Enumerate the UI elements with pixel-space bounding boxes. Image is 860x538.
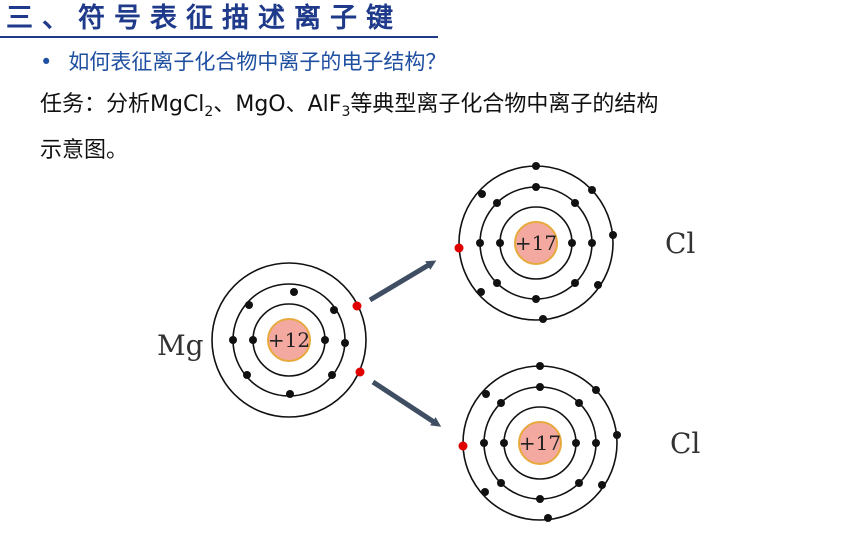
- electron: [609, 231, 617, 239]
- cl-nucleus: [514, 221, 558, 265]
- electron: [286, 390, 294, 398]
- electron: [249, 336, 257, 344]
- arrow-to-top-cl: [368, 260, 437, 303]
- task-line-2: 示意图。: [40, 138, 129, 163]
- electron: [496, 239, 504, 247]
- transferred-electron: [352, 301, 362, 311]
- electron: [571, 199, 579, 207]
- gained-electron: [458, 441, 468, 451]
- task-subscript-3: 3: [341, 104, 351, 120]
- cl-bottom-nucleus-charge: +17: [519, 431, 561, 455]
- electron: [478, 190, 486, 198]
- electron: [493, 199, 501, 207]
- electron: [572, 439, 580, 447]
- task-subscript-2: 2: [204, 104, 214, 120]
- electron: [536, 362, 544, 370]
- electron: [229, 336, 237, 344]
- bullet-marker: •: [40, 50, 53, 74]
- electron: [536, 383, 544, 391]
- cl-nucleus: [518, 421, 562, 465]
- task-suffix: 等典型离子化合物中离子的结构: [350, 92, 659, 117]
- cl-top-label: Cl: [665, 227, 695, 260]
- electron: [328, 371, 336, 379]
- mg-atom: +12: [211, 262, 367, 418]
- electron: [613, 431, 621, 439]
- cl-top-electrons: [454, 162, 617, 323]
- cl-bottom-electrons: [458, 362, 621, 522]
- electron: [532, 183, 540, 191]
- electron: [588, 186, 596, 194]
- mg-nucleus-charge: +12: [268, 328, 310, 352]
- electron: [243, 371, 251, 379]
- electron: [532, 295, 540, 303]
- bullet-question: • 如何表征离子化合物中离子的电子结构？: [40, 48, 446, 76]
- electron: [290, 288, 298, 296]
- electron: [536, 495, 544, 503]
- electron: [480, 439, 488, 447]
- electron: [321, 336, 329, 344]
- electron: [532, 162, 540, 170]
- electron: [571, 279, 579, 287]
- bullet-text: 如何表征离子化合物中离子的电子结构？: [68, 50, 447, 74]
- electron: [497, 399, 505, 407]
- electron: [588, 239, 596, 247]
- electron: [568, 239, 576, 247]
- electron: [592, 439, 600, 447]
- title-underline: [0, 36, 438, 38]
- mg-electrons: [229, 288, 365, 398]
- electron: [477, 288, 485, 296]
- electron: [539, 315, 547, 323]
- electron: [482, 390, 490, 398]
- mg-nucleus: [267, 318, 311, 362]
- gained-electron: [454, 243, 464, 253]
- task-line-1: 任务：分析MgCl2、MgO、AlF3等典型离子化合物中离子的结构: [40, 90, 658, 127]
- electron: [575, 399, 583, 407]
- electron: [592, 386, 600, 394]
- slide-title: 三、符号表征描述离子键: [6, 3, 402, 34]
- electron: [497, 479, 505, 487]
- electron: [481, 488, 489, 496]
- electron: [598, 481, 606, 489]
- transferred-electron: [355, 367, 365, 377]
- electron: [575, 479, 583, 487]
- mg-label: Mg: [157, 329, 204, 362]
- electron: [493, 279, 501, 287]
- cl-bottom-atom: +17: [458, 362, 621, 522]
- electron: [245, 301, 253, 309]
- electron: [500, 439, 508, 447]
- task-prefix: 任务：分析MgCl: [40, 92, 205, 117]
- electron: [594, 281, 602, 289]
- cl-top-atom: +17: [454, 162, 617, 323]
- arrow-to-bottom-cl: [371, 379, 442, 427]
- electron: [476, 239, 484, 247]
- cl-top-nucleus-charge: +17: [515, 231, 557, 255]
- mg-shell-3: [211, 262, 367, 418]
- task-middle: 、MgO、AlF: [213, 92, 342, 117]
- cl-bottom-label: Cl: [670, 427, 700, 460]
- electron: [544, 514, 552, 522]
- electron: [330, 306, 338, 314]
- electron: [341, 339, 349, 347]
